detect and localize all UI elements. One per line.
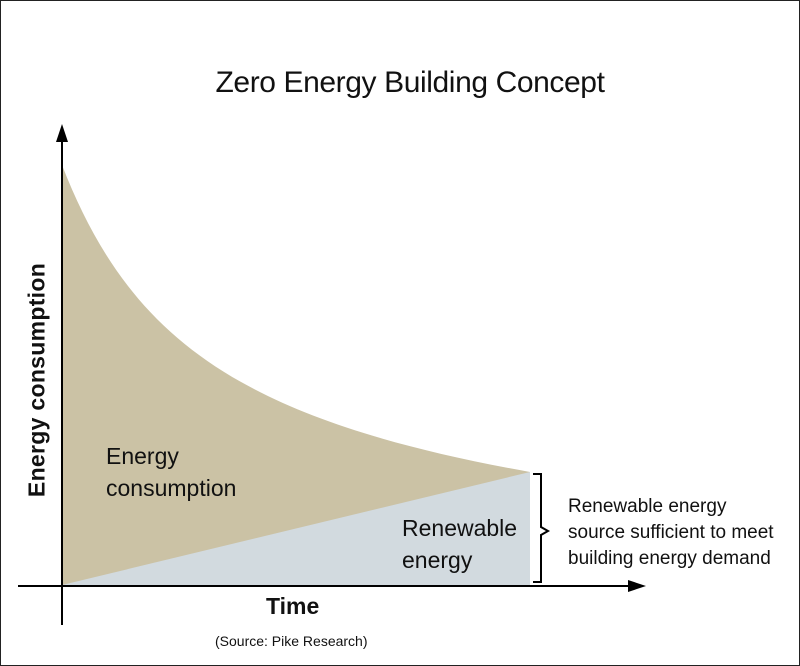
- consumption-label-line2: consumption: [106, 475, 237, 501]
- renewable-label-line2: energy: [402, 547, 473, 573]
- renewable-region-label: Renewable energy: [402, 512, 517, 576]
- consumption-region: [62, 165, 530, 585]
- annotation-line2: source sufficient to meet: [568, 522, 774, 543]
- x-axis-label: Time: [266, 593, 320, 619]
- bracket: [533, 473, 551, 583]
- y-axis-arrowhead: [56, 124, 68, 142]
- consumption-region-label: Energy consumption: [106, 440, 236, 504]
- diagram-title: Zero Energy Building Concept: [215, 66, 605, 99]
- consumption-label-line1: Energy: [106, 443, 179, 469]
- y-axis-label: Energy consumption: [23, 262, 50, 498]
- renewable-region: [62, 472, 530, 585]
- annotation-line3: building energy demand: [568, 548, 771, 569]
- annotation-line1: Renewable energy: [568, 496, 727, 517]
- x-axis-arrowhead: [628, 580, 646, 592]
- source-note: (Source: Pike Research): [215, 633, 368, 649]
- bracket-annotation: Renewable energy source sufficient to me…: [568, 494, 774, 572]
- renewable-label-line1: Renewable: [402, 515, 518, 541]
